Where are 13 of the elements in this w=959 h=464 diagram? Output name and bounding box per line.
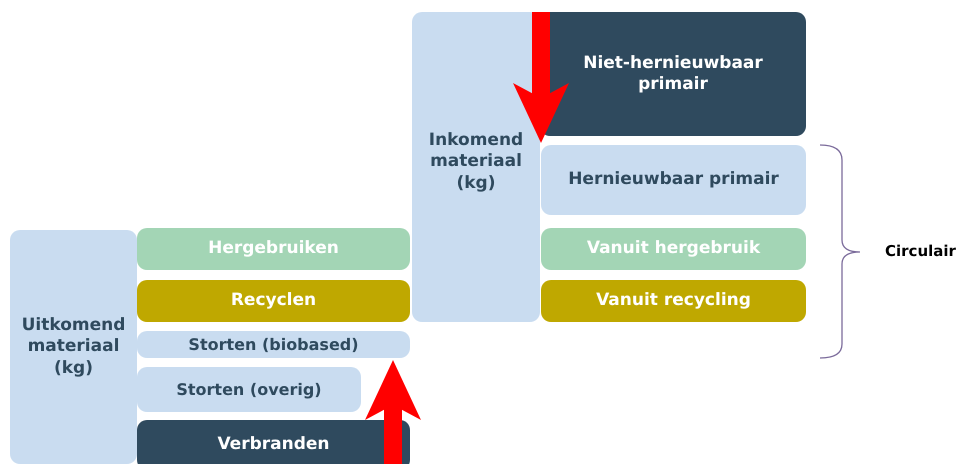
category-box: Recyclen — [137, 280, 410, 322]
category-box: Hergebruiken — [137, 228, 410, 270]
category-box: Vanuit recycling — [541, 280, 806, 322]
category-box: Storten (overig) — [137, 367, 361, 412]
arrow — [513, 12, 569, 143]
category-box: Vanuit hergebruik — [541, 228, 806, 270]
category-box: Hernieuwbaar primair — [541, 145, 806, 215]
panel: Inkomend materiaal (kg) — [412, 12, 540, 322]
panel: Uitkomend materiaal (kg) — [10, 230, 137, 464]
category-box: Verbranden — [137, 420, 410, 464]
arrow — [365, 360, 421, 464]
category-box: Storten (biobased) — [137, 331, 410, 358]
bracket-label: Circulair — [885, 242, 956, 260]
